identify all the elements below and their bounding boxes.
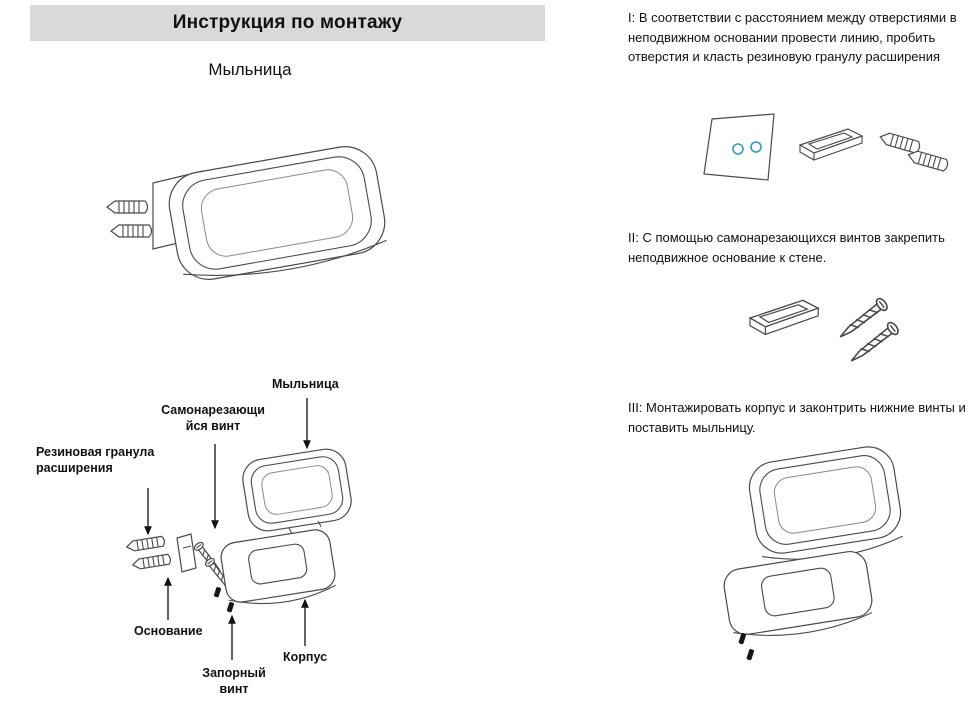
step-2-illustration: [748, 297, 899, 362]
expansion-plug-drawing: [907, 150, 949, 172]
expansion-plug-drawing: [879, 132, 921, 154]
screw-drawing: [839, 297, 888, 338]
expansion-plug-drawing: [110, 224, 153, 238]
locking-screws-drawing: [738, 633, 755, 661]
drill-hole-icon: [732, 143, 744, 155]
label-locking-screw: Запорный винт: [202, 666, 266, 697]
locking-screws-drawing: [213, 587, 235, 613]
label-self-tapping-screw: Самонарезающи йся винт: [161, 403, 265, 434]
assembled-soapdish-illustration: [106, 146, 387, 280]
header-bar: Инструкция по монтажу: [30, 5, 545, 41]
label-body: Корпус: [283, 650, 328, 664]
wall-base-drawing: [748, 299, 820, 336]
soap-dish-drawing: [168, 146, 387, 280]
drill-hole-icon: [750, 141, 762, 153]
product-subtitle: Мыльница: [208, 60, 292, 79]
soap-dish-drawing: [242, 448, 352, 534]
step-3-illustration: [723, 446, 903, 661]
step-3-text: III: Монтажировать корпус и законтрить н…: [628, 400, 966, 435]
wall-plate-drawing: [703, 113, 775, 181]
body-drawing: [723, 550, 873, 636]
expansion-plug-drawing: [131, 553, 171, 570]
screw-drawing: [850, 321, 899, 362]
step-2-text: II: С помощью самонарезающихся винтов за…: [628, 230, 945, 265]
soap-dish-drawing: [748, 446, 903, 560]
exploded-view-illustration: [125, 398, 352, 660]
base-plate-drawing: [176, 533, 197, 573]
body-drawing: [220, 529, 336, 605]
label-base: Основание: [134, 624, 203, 638]
page-title: Инструкция по монтажу: [172, 12, 403, 33]
label-expansion-plug: Резиновая гранула расширения: [36, 445, 155, 476]
expansion-plug-drawing: [125, 535, 165, 552]
step-1-illustration: [703, 113, 949, 181]
step-1-text: I: В соответствии с расстоянием между от…: [628, 10, 957, 64]
label-soap-dish: Мыльница: [272, 377, 339, 391]
wall-base-drawing: [798, 128, 864, 161]
expansion-plug-drawing: [106, 200, 149, 214]
